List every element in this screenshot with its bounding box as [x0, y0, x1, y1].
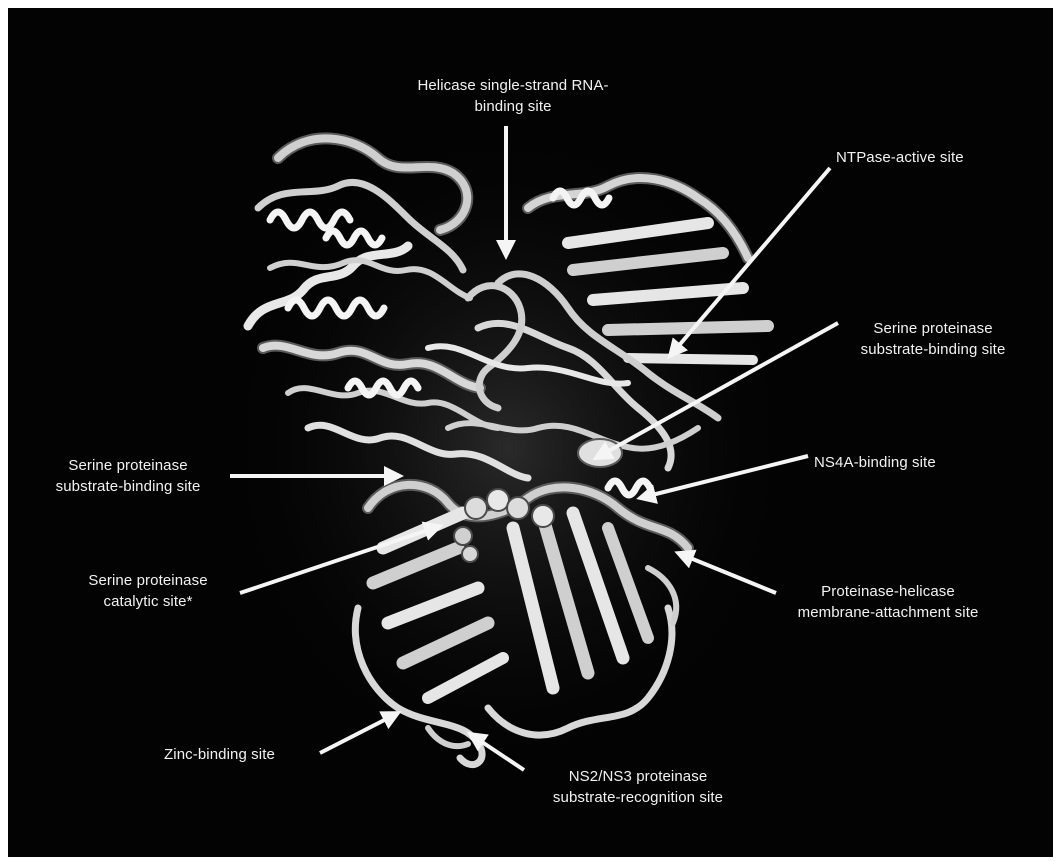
protein-structure-diagram	[8, 8, 1053, 857]
label-serine-catalytic: Serine proteinase catalytic site*	[68, 570, 228, 612]
label-serine-substrate-right: Serine proteinase substrate-binding site	[833, 318, 1033, 360]
label-zinc-binding: Zinc-binding site	[164, 744, 324, 765]
label-ns2ns3-recognition: NS2/NS3 proteinase substrate-recognition…	[518, 766, 758, 808]
label-ns4a-binding: NS4A-binding site	[814, 452, 1014, 473]
label-helicase-rna-binding: Helicase single-strand RNA- binding site	[383, 75, 643, 117]
figure-panel: Helicase single-strand RNA- binding site…	[8, 8, 1053, 857]
label-serine-substrate-left: Serine proteinase substrate-binding site	[38, 455, 218, 497]
label-ntpase-active: NTPase-active site	[836, 147, 1036, 168]
label-membrane-attachment: Proteinase-helicase membrane-attachment …	[768, 581, 1008, 623]
